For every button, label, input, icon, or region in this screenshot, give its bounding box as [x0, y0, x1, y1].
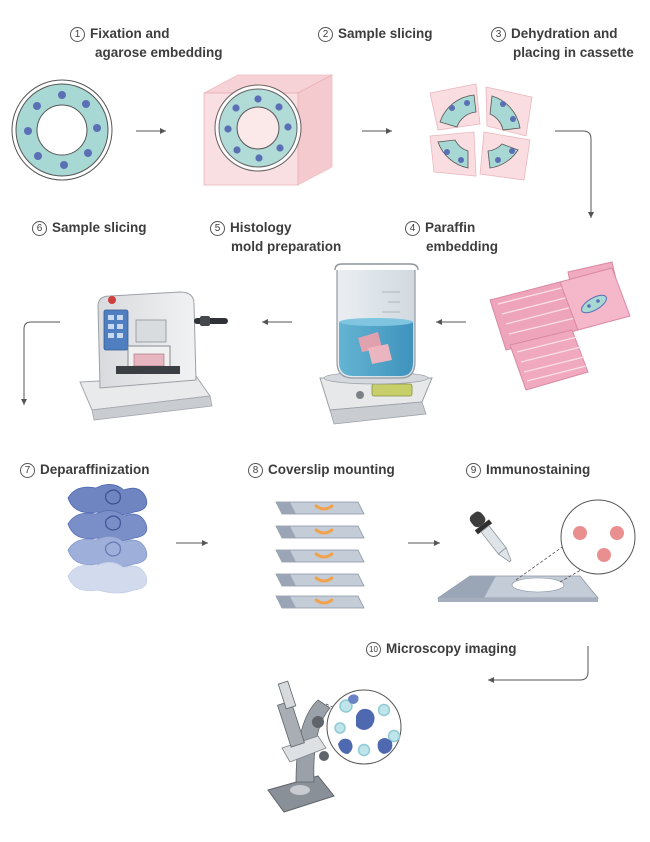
cassettes-illustration	[489, 261, 631, 391]
step-9-label: 9 Immunostaining	[466, 460, 590, 479]
step-1-label: 1 Fixation and agarose embedding	[70, 24, 223, 62]
step-4-label: 4 Paraffin embedding	[405, 218, 498, 256]
microtome-illustration	[79, 291, 228, 421]
step-title: Sample slicing	[52, 220, 147, 235]
step-10-label: 10 Microscopy imaging	[366, 639, 517, 658]
step-number-badge: 8	[248, 463, 263, 478]
step-number-badge: 6	[32, 221, 47, 236]
arrow-6-to-7	[21, 321, 60, 405]
step-title: Dehydration and	[511, 26, 618, 41]
slides-illustration	[275, 501, 365, 609]
step-title: Microscopy imaging	[386, 641, 517, 656]
step-number-badge: 9	[466, 463, 481, 478]
step-title: Deparaffinization	[40, 462, 150, 477]
step-title: Coverslip mounting	[268, 462, 395, 477]
step-number-badge: 5	[210, 221, 225, 236]
beaker-scale-illustration	[319, 263, 433, 425]
step-title: Histology	[230, 220, 292, 235]
step-8-label: 8 Coverslip mounting	[248, 460, 395, 479]
sliced-pieces-illustration	[429, 83, 533, 181]
step-title: Sample slicing	[338, 26, 433, 41]
step-number-badge: 3	[491, 27, 506, 42]
step-number-badge: 7	[20, 463, 35, 478]
microscope-illustration	[267, 680, 402, 813]
step-subtitle: mold preparation	[231, 239, 342, 254]
step-6-label: 6 Sample slicing	[32, 218, 147, 237]
immunostaining-illustration	[436, 499, 636, 602]
step-3-label: 3 Dehydration and placing in cassette	[491, 24, 634, 62]
step-number-badge: 2	[318, 27, 333, 42]
step-subtitle: agarose embedding	[95, 45, 223, 60]
agarose-block-illustration	[203, 74, 333, 186]
arrow-9-to-10	[488, 646, 589, 683]
step-subtitle: placing in cassette	[513, 45, 634, 60]
step-title: Immunostaining	[486, 462, 591, 477]
deparaffinized-sections-illustration	[67, 484, 148, 594]
step-7-label: 7 Deparaffinization	[20, 460, 150, 479]
step-5-label: 5 Histology mold preparation	[210, 218, 341, 256]
step-number-badge: 1	[70, 27, 85, 42]
arrow-3-to-4	[555, 130, 594, 218]
step-title: Paraffin	[425, 220, 476, 235]
step-number-badge: 10	[366, 642, 381, 657]
step-subtitle: embedding	[426, 239, 499, 254]
step-title: Fixation and	[90, 26, 170, 41]
tissue-ring-illustration	[11, 79, 113, 181]
step-number-badge: 4	[405, 221, 420, 236]
step-2-label: 2 Sample slicing	[318, 24, 433, 43]
